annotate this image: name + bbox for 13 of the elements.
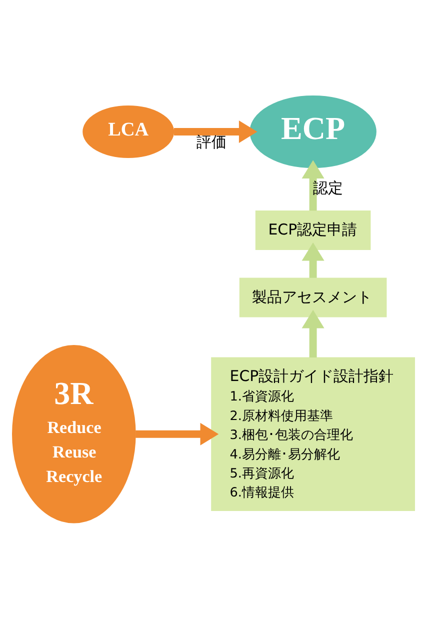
- node-box: ECP設計ガイド設計指針 1.省資源化 2.原材料使用基準 3.梱包･包装の合理化 4.易分離･易分解化 5.再資源化 6.情報提供: [211, 357, 415, 511]
- node-ellipse: LCA: [82, 106, 174, 158]
- node-ellipse: 3R Reduce Reuse Recycle: [12, 344, 136, 524]
- arrow: [174, 120, 258, 143]
- arrow: [302, 310, 324, 358]
- arrow: [302, 242, 324, 278]
- node-ellipse: ECP: [250, 96, 376, 168]
- arrow: [302, 160, 324, 211]
- arrow: [136, 422, 219, 446]
- node-box: 製品アセスメント: [239, 278, 387, 318]
- node-box: ECP認定申請: [255, 210, 371, 250]
- edge-label: 認定: [313, 179, 344, 198]
- edge-label: 評価: [196, 132, 227, 151]
